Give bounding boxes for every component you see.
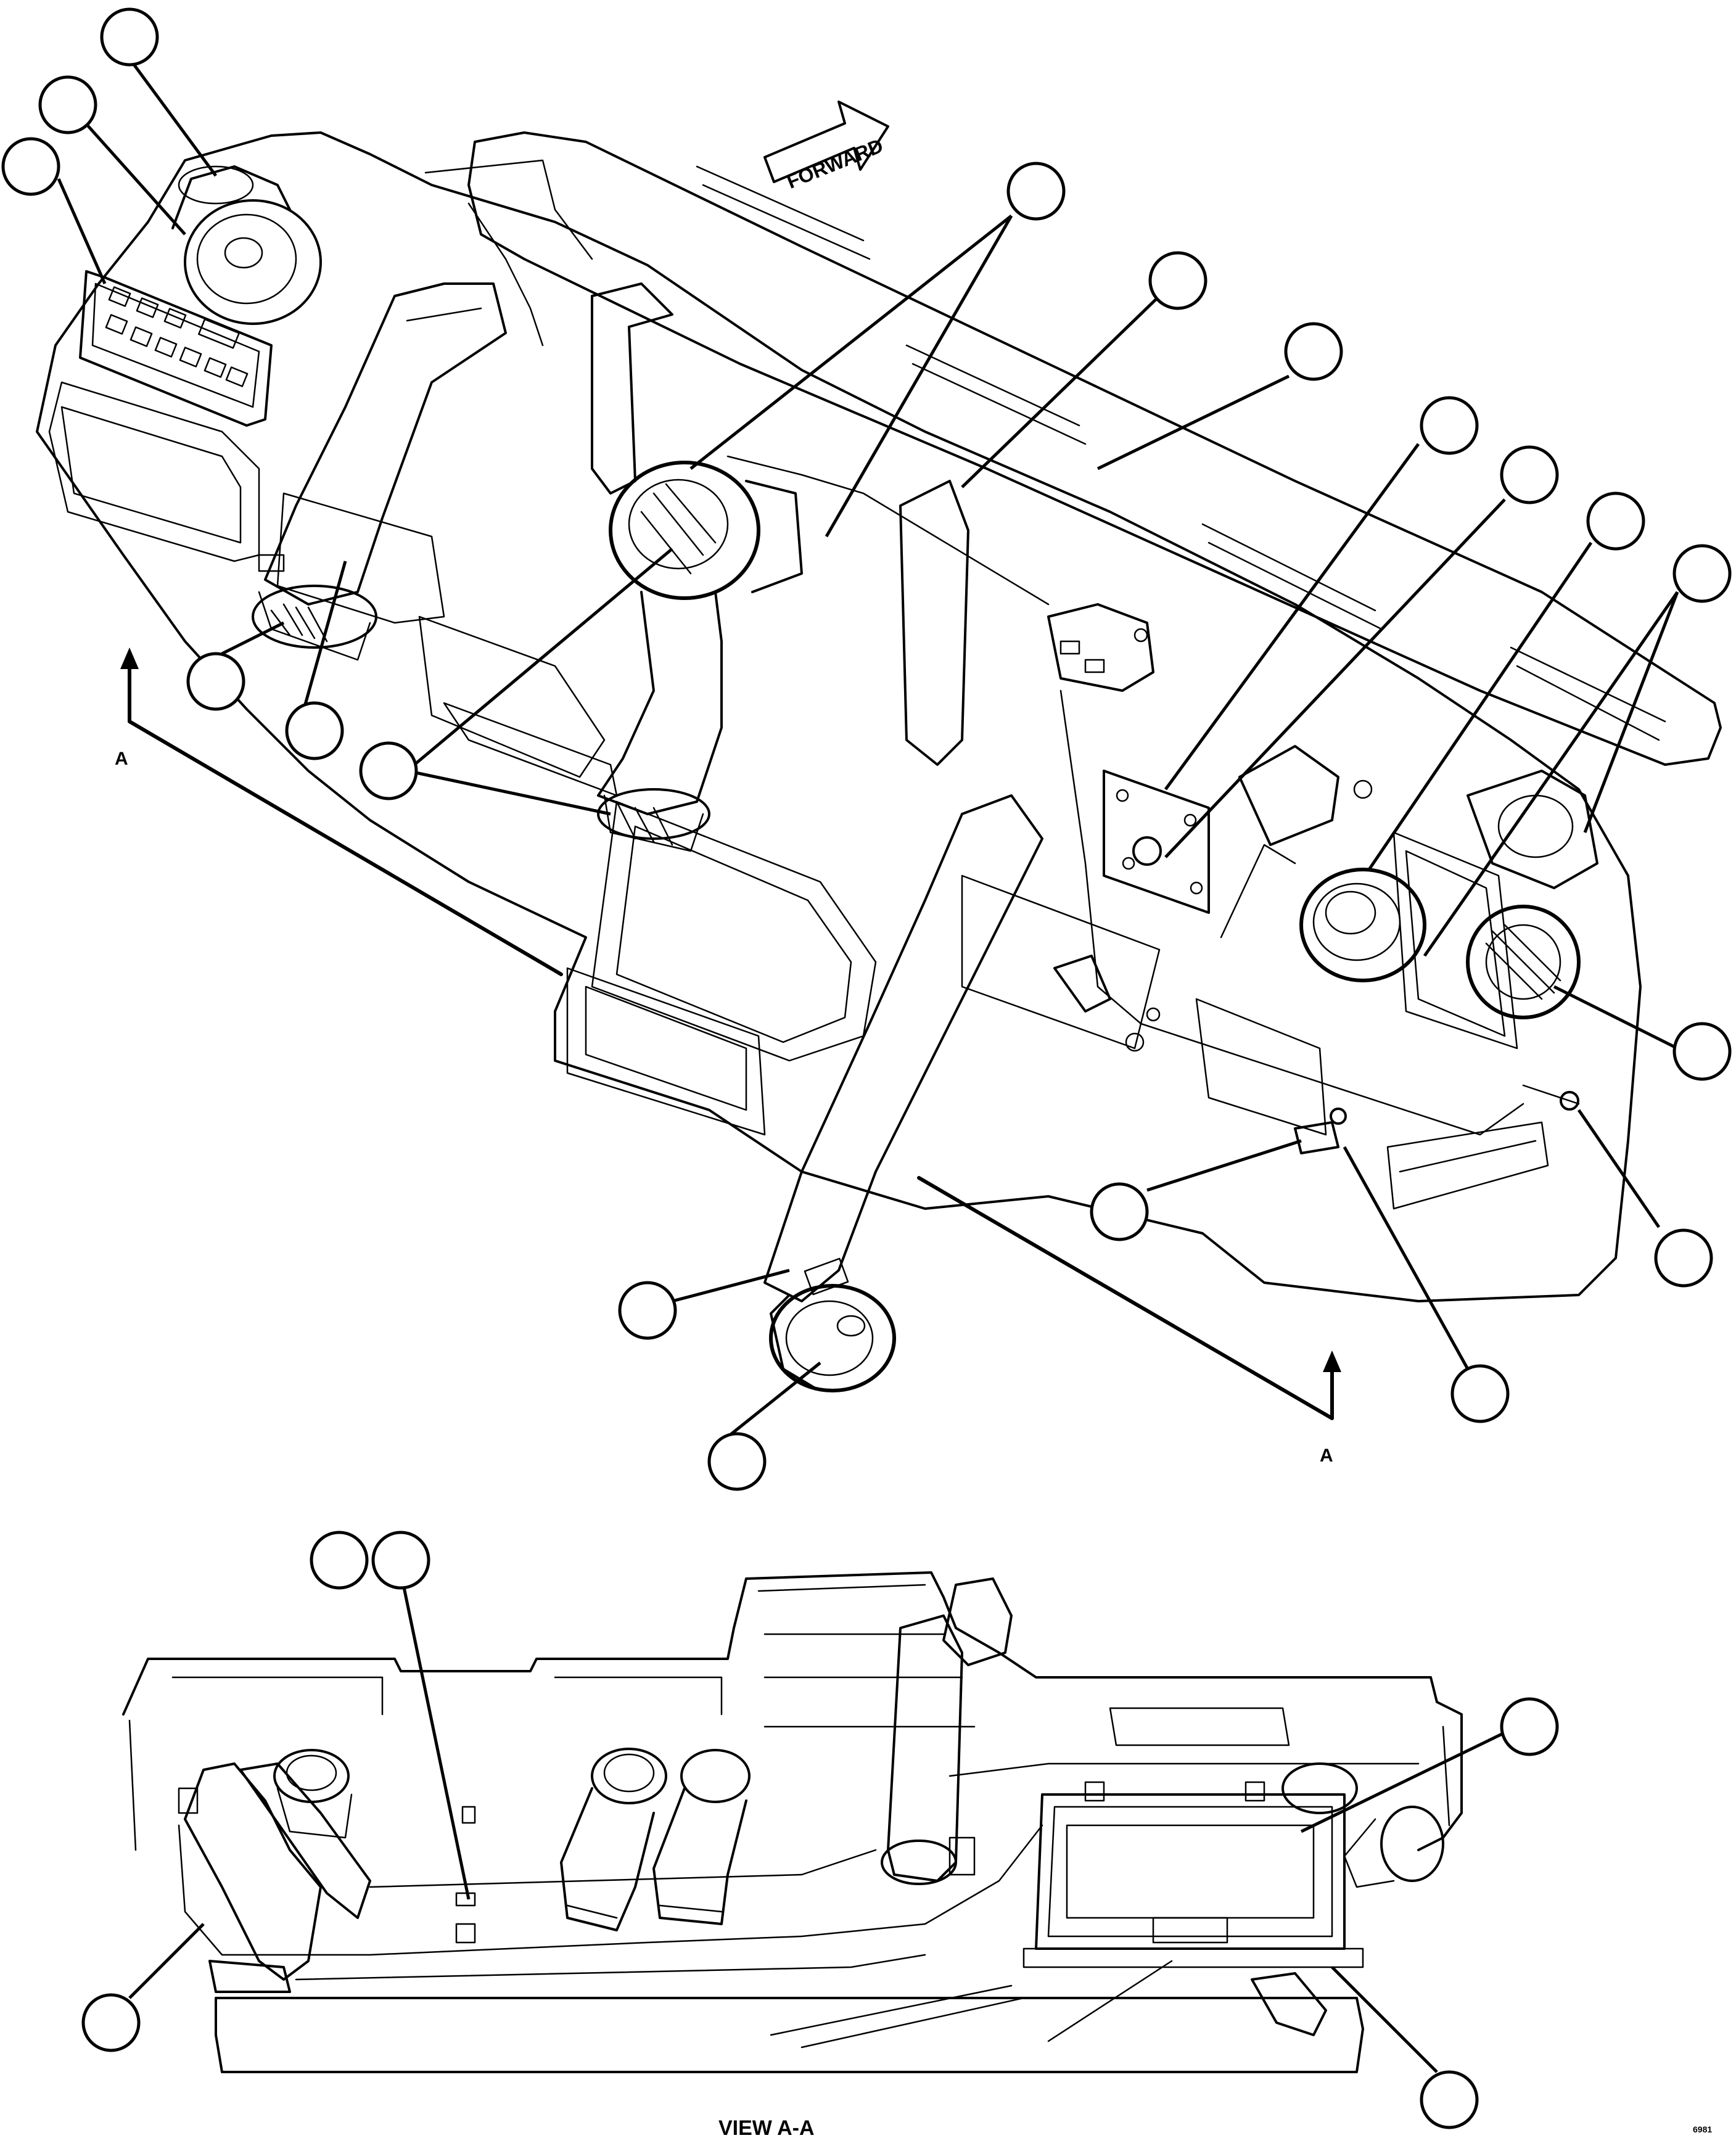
vent-center (609, 461, 803, 600)
callout-23 (81, 1993, 141, 2052)
callout-6 (1284, 322, 1343, 381)
callout-10 (1672, 544, 1732, 603)
callout-3 (1, 137, 60, 196)
callout-5 (1148, 251, 1207, 310)
view-aa-right-vents (1251, 1762, 1444, 2036)
view-aa-body (122, 1571, 1463, 1851)
view-aa-heater-box (1022, 1781, 1364, 1968)
callout-20 (310, 1531, 369, 1590)
callout-8 (1500, 445, 1559, 504)
callout-4 (1006, 162, 1066, 221)
section-line-left: A (115, 648, 563, 976)
callout-1 (100, 7, 159, 67)
callout-16 (285, 701, 344, 760)
callout-12 (1654, 1228, 1713, 1288)
bracket-center (1053, 955, 1111, 1013)
callout-9 (1586, 491, 1645, 551)
callout-15 (186, 652, 245, 711)
servo-actuator-right (1238, 745, 1373, 846)
floor-vent-left (252, 554, 377, 661)
dashboard-body-outline (36, 131, 1642, 1302)
view-aa-base (215, 1997, 1364, 2073)
view-aa-center-ducts (455, 1748, 751, 1944)
vent-right-inner (1299, 868, 1426, 982)
callout-2 (38, 75, 97, 134)
callout-22 (1500, 1697, 1559, 1756)
callout-11 (1672, 1022, 1732, 1081)
callout-17 (359, 741, 418, 800)
wiring-harness (1059, 689, 1524, 1136)
forward-direction-arrow: FORWARD (763, 101, 889, 193)
view-caption: VIEW A-A (718, 2116, 815, 2140)
callout-leaders-upper (57, 57, 1679, 1438)
callout-21 (371, 1531, 430, 1590)
callout-13 (1450, 1364, 1510, 1423)
duct-upright (591, 282, 673, 495)
cross-beam (467, 131, 1722, 766)
callouts-upper (1, 7, 1732, 1491)
view-a-a (81, 1531, 1559, 2129)
vent-lower-center (769, 1257, 896, 1392)
duct-left (264, 282, 507, 606)
section-line-right: A (917, 1176, 1341, 1466)
view-aa-left-ducts (178, 1749, 371, 1993)
vent-upper-left (171, 165, 322, 325)
callout-14 (1090, 1182, 1149, 1241)
callout-18 (618, 1281, 677, 1340)
view-aa-tall-duct (881, 1577, 1013, 1885)
figure-id: 6981 (1693, 2124, 1712, 2134)
servo-actuator-center (1047, 603, 1154, 692)
isometric-view (36, 131, 1722, 1392)
fastener-lower (1330, 1108, 1347, 1125)
fastener-right (1560, 1091, 1579, 1111)
view-aa-tube-harness (178, 1824, 1043, 1956)
section-marker-right: A (1320, 1445, 1333, 1466)
bracket-lower (1294, 1121, 1339, 1154)
callout-19 (707, 1432, 767, 1491)
mounting-plate (1103, 770, 1210, 914)
climate-control-panel (79, 270, 273, 427)
callout-24 (1420, 2070, 1479, 2129)
section-marker-left: A (115, 749, 128, 769)
vent-right-outer (1466, 905, 1581, 1019)
callout-7 (1420, 396, 1479, 455)
duct-center-down (597, 591, 723, 815)
